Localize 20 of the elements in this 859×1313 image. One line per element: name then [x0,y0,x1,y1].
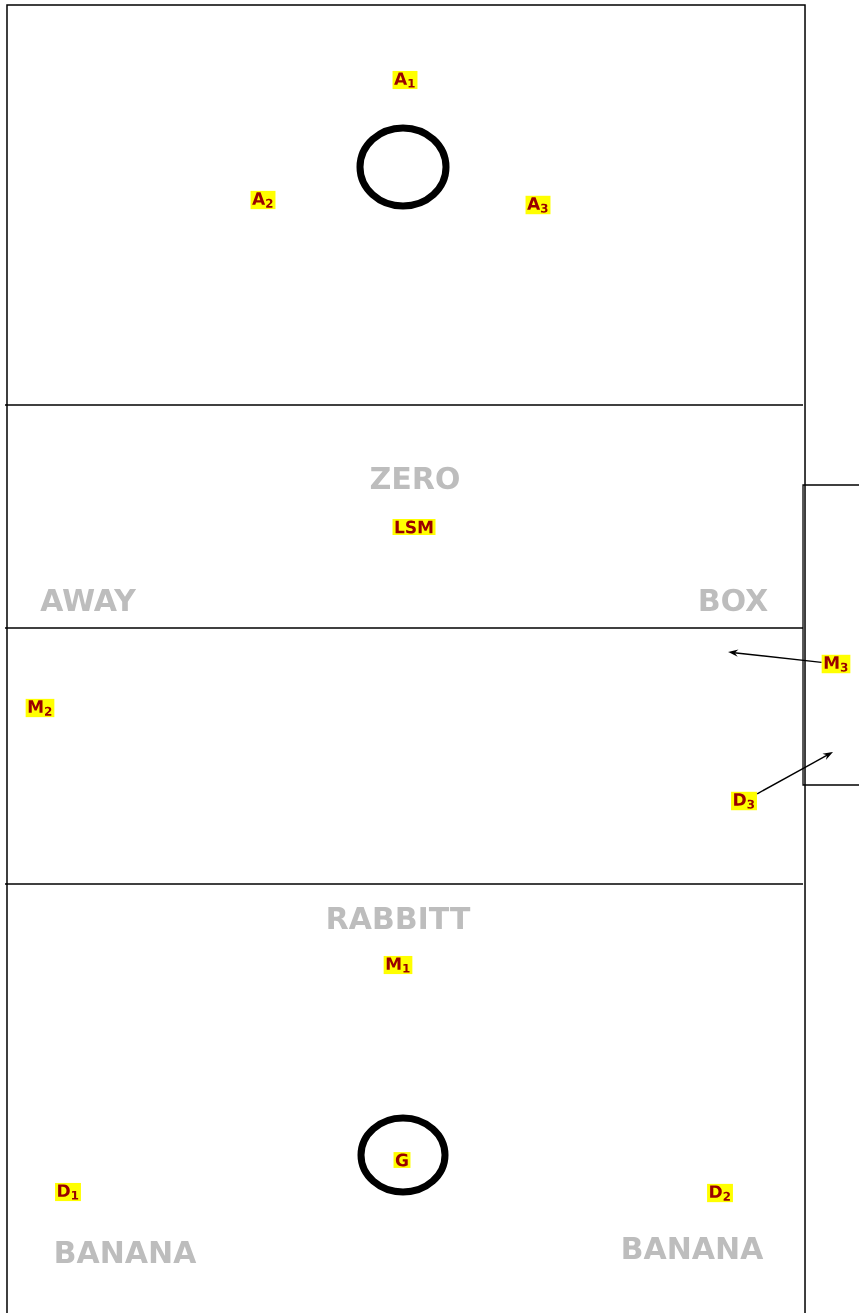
zone-label: BOX [700,588,768,612]
player-label: M$_{3}$ [821,654,851,674]
player-label: D$_{3}$ [731,791,757,811]
player-label: D$_{1}$ [55,1182,81,1202]
zone-label: BANANA [56,1241,197,1263]
goal-crease [357,1114,449,1196]
player-label: M$_{1}$ [383,955,413,975]
player-label: A$_{1}$ [392,70,418,90]
zone-label: AWAY [40,589,137,611]
player-label: M$_{2}$ [25,698,55,718]
player-label: G [393,1152,411,1168]
goal-crease [356,124,450,210]
player-label: LSM [392,519,436,535]
player-label: D$_{2}$ [707,1183,733,1203]
zone-label: BANANA [623,1237,764,1259]
player-label: A$_{3}$ [525,195,551,215]
player-label: A$_{2}$ [250,190,276,210]
zone-label: RABBITT [328,907,471,929]
zone-label: ZERO [370,466,459,490]
substitution-box [802,484,859,786]
